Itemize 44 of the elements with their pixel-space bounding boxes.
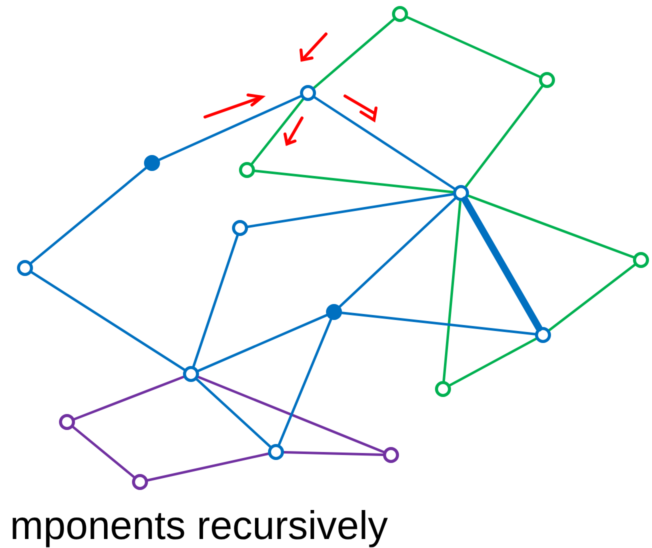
graph-edge — [406, 16, 541, 78]
graph-vertex — [17, 260, 33, 276]
graph-vertex — [132, 474, 148, 490]
graph-edge — [73, 376, 185, 420]
graph-vertex — [268, 444, 284, 460]
graph-edge — [282, 450, 384, 456]
graph-edge — [464, 85, 544, 188]
graph-edge — [72, 426, 136, 478]
graph-edge — [338, 197, 456, 308]
graph-vertex — [383, 447, 399, 463]
graph-edge — [278, 318, 332, 446]
graph-vertex — [239, 162, 255, 178]
graph-edge — [254, 170, 454, 194]
graph-edge — [30, 271, 186, 371]
graph-vertex — [453, 185, 469, 201]
graph-edge — [246, 193, 454, 228]
graph-edge — [197, 376, 385, 454]
graph-vertex — [183, 366, 199, 382]
graph-edge — [30, 166, 148, 264]
filled-vertex — [326, 304, 342, 320]
graph-edge — [146, 452, 270, 482]
graph-vertex — [392, 6, 408, 22]
graph-edge — [312, 18, 396, 90]
graph-edge — [462, 196, 542, 332]
graph-edge — [442, 200, 462, 382]
graph-edge — [548, 264, 636, 332]
graph-vertex — [59, 414, 75, 430]
filled-vertex — [144, 155, 160, 171]
graph-vertex — [300, 85, 316, 101]
graph-edge — [197, 314, 328, 372]
graph-edge — [313, 96, 456, 190]
graph-edge — [448, 338, 538, 386]
caption-text: mponents recursively — [10, 506, 388, 546]
graph-vertex — [633, 252, 649, 268]
graph-edge — [192, 234, 239, 368]
graph-edge — [250, 98, 304, 165]
graph-edge — [467, 194, 635, 258]
graph-vertex — [535, 327, 551, 343]
graph-vertex — [539, 72, 555, 88]
graph-edge — [196, 378, 272, 448]
graph-edge — [340, 312, 536, 336]
graph-vertex — [232, 220, 248, 236]
graph-vertex — [435, 381, 451, 397]
graph-edge — [158, 95, 302, 161]
